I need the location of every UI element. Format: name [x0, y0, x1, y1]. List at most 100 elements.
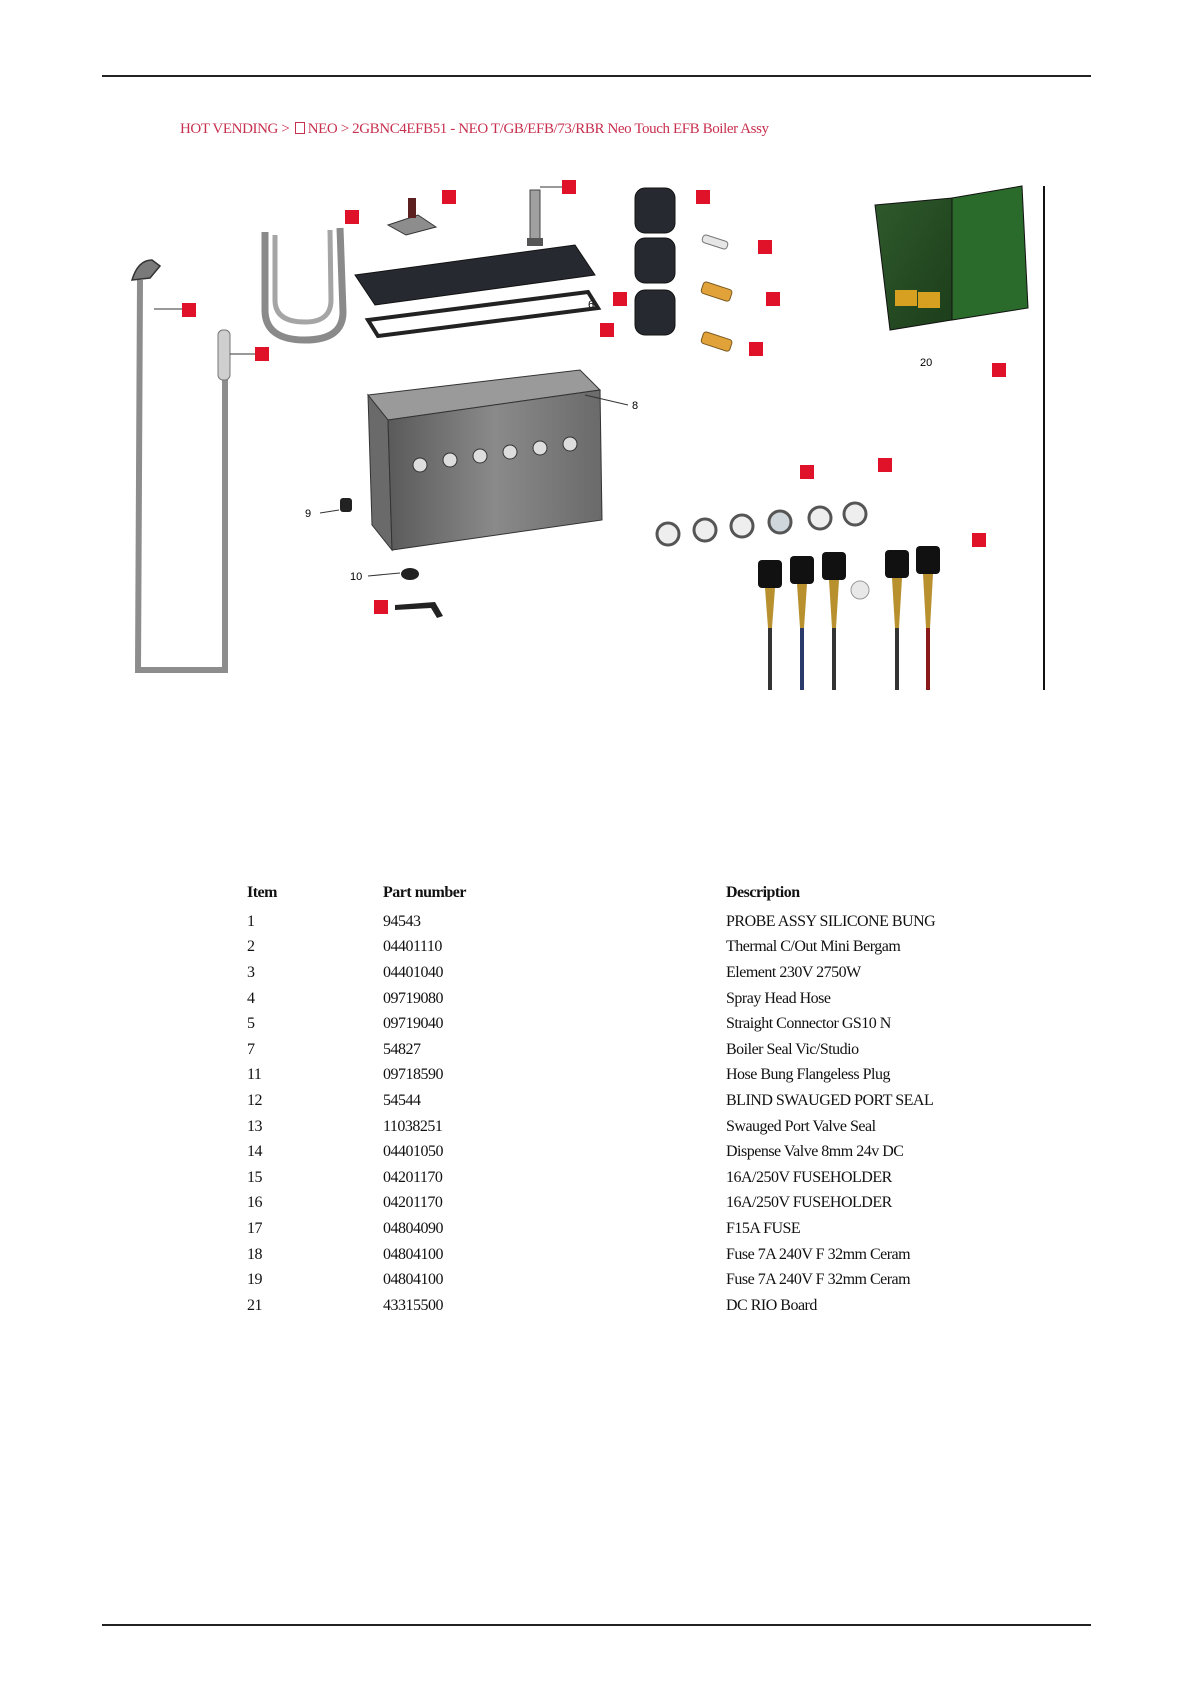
table-row: 5 09719040 Straight Connector GS10 N [240, 1011, 1056, 1037]
table-row: 21 43315500 DC RIO Board [240, 1293, 1056, 1319]
part-number-cell: 04804090 [383, 1219, 444, 1237]
item-cell: 17 [247, 1219, 263, 1237]
item-cell: 21 [247, 1296, 263, 1314]
item-cell: 4 [247, 989, 255, 1007]
description-cell: Dispense Valve 8mm 24v DC [726, 1143, 904, 1161]
part-number-cell: 04804100 [383, 1245, 444, 1263]
header-part-number: Part number [383, 884, 466, 901]
part-number-cell: 54544 [383, 1091, 421, 1109]
table-row: 12 54544 BLIND SWAUGED PORT SEAL [240, 1088, 1056, 1114]
part-number-cell: 04804100 [383, 1271, 444, 1289]
spray-head-hose-icon [130, 259, 228, 673]
clip-10-icon [401, 568, 419, 580]
description-cell: Thermal C/Out Mini Bergam [726, 938, 901, 956]
callout-tag-icon [374, 600, 388, 614]
description-cell: Boiler Seal Vic/Studio [726, 1040, 859, 1058]
label-10: 10 [350, 571, 362, 583]
port-seal-icon [655, 501, 868, 547]
item-cell: 3 [247, 963, 255, 981]
label-20: 20 [920, 357, 932, 369]
callout-tag-icon [878, 458, 892, 472]
header-description: Description [726, 884, 800, 901]
clip-9-icon [340, 498, 352, 512]
label-9: 9 [305, 508, 311, 520]
callout-tag-icon [562, 180, 576, 194]
description-cell: Element 230V 2750W [726, 963, 861, 981]
fuseholder-icon [634, 187, 676, 336]
item-cell: 11 [247, 1066, 262, 1084]
missing-glyph-icon [294, 122, 305, 134]
dc-rio-board-icon [874, 185, 1029, 331]
callout-tag-icon [613, 292, 627, 306]
breadcrumb: HOT VENDING > NEO > 2GBNC4EFB51 - NEO T/… [180, 121, 769, 138]
description-cell: F15A FUSE [726, 1219, 801, 1237]
table-row: 4 09719080 Spray Head Hose [240, 986, 1056, 1012]
callout-tag-icon [758, 240, 772, 254]
callout-tag-icon [345, 210, 359, 224]
item-cell: 16 [247, 1194, 263, 1212]
callout-tag-icon [766, 292, 780, 306]
parts-table-body: 1 94543 PROBE ASSY SILICONE BUNG 2 04401110… [240, 909, 1056, 1319]
thermal-cutout-icon [386, 198, 438, 236]
header-item: Item [247, 884, 277, 901]
item-cell: 15 [247, 1168, 263, 1186]
description-cell: Straight Connector GS10 N [726, 1015, 891, 1033]
label-8: 8 [632, 400, 638, 412]
table-row: 7 54827 Boiler Seal Vic/Studio [240, 1037, 1056, 1063]
header-rule [102, 75, 1091, 77]
heating-element-icon [261, 227, 347, 344]
callout-tag-icon [696, 190, 710, 204]
description-cell: 16A/250V FUSEHOLDER [726, 1168, 892, 1186]
breadcrumb-product: NEO > 2GBNC4EFB51 - NEO T/GB/EFB/73/RBR … [307, 121, 769, 137]
callout-tag-icon [600, 323, 614, 337]
item-cell: 12 [247, 1091, 263, 1109]
part-number-cell: 09718590 [383, 1066, 444, 1084]
straight-connector-icon [527, 189, 543, 246]
item-cell: 5 [247, 1015, 255, 1033]
description-cell: DC RIO Board [726, 1296, 817, 1314]
part-number-cell: 09719040 [383, 1015, 444, 1033]
footer-rule [102, 1624, 1091, 1626]
table-row: 13 11038251 Swauged Port Valve Seal [240, 1114, 1056, 1140]
item-cell: 1 [247, 912, 255, 930]
description-cell: Fuse 7A 240V F 32mm Ceram [726, 1271, 911, 1289]
part-number-cell: 04401110 [383, 938, 442, 956]
item-cell: 13 [247, 1117, 263, 1135]
part-number-cell: 09719080 [383, 989, 444, 1007]
fuse-icon [700, 234, 733, 352]
description-cell: Swauged Port Valve Seal [726, 1117, 876, 1135]
part-number-cell: 54827 [383, 1040, 421, 1058]
dispense-valve-icon [758, 546, 940, 690]
callout-tag-icon [749, 342, 763, 356]
bottom-connector-icon [395, 602, 443, 618]
table-header-row: Item Part number Description [240, 883, 1056, 909]
item-cell: 2 [247, 938, 255, 956]
callout-tag-icon [182, 303, 196, 317]
part-number-cell: 11038251 [383, 1117, 443, 1135]
description-cell: BLIND SWAUGED PORT SEAL [726, 1091, 934, 1109]
part-number-cell: 04401040 [383, 963, 444, 981]
table-row: 14 04401050 Dispense Valve 8mm 24v DC [240, 1139, 1056, 1165]
description-cell: PROBE ASSY SILICONE BUNG [726, 912, 936, 930]
table-row: 1 94543 PROBE ASSY SILICONE BUNG [240, 909, 1056, 935]
table-row: 2 04401110 Thermal C/Out Mini Bergam [240, 935, 1056, 961]
exploded-parts-diagram: 6 8 9 10 [110, 180, 1060, 695]
item-cell: 14 [247, 1143, 263, 1161]
callout-tag-icon [972, 533, 986, 547]
table-row: 17 04804090 F15A FUSE [240, 1216, 1056, 1242]
part-number-cell: 43315500 [383, 1296, 444, 1314]
item-cell: 7 [247, 1040, 255, 1058]
part-number-cell: 04401050 [383, 1143, 444, 1161]
boiler-tank-icon [367, 369, 603, 552]
boiler-seal-icon [364, 289, 602, 339]
boiler-lid-icon [354, 244, 596, 306]
part-number-cell: 94543 [383, 912, 421, 930]
description-cell: Spray Head Hose [726, 989, 831, 1007]
description-cell: 16A/250V FUSEHOLDER [726, 1194, 892, 1212]
parts-table: Item Part number Description 1 94543 PROBE… [240, 883, 1056, 1319]
